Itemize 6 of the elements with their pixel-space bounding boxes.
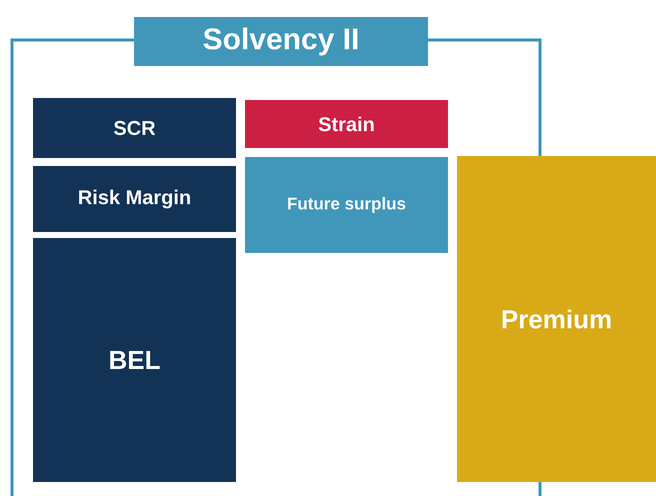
scr-box: SCR	[33, 98, 236, 158]
future-surplus-box: Future surplus	[245, 157, 448, 253]
bel-box: BEL	[33, 238, 236, 482]
risk-margin-box: Risk Margin	[33, 166, 236, 232]
premium-box: Premium	[457, 156, 656, 482]
strain-box: Strain	[245, 100, 448, 148]
